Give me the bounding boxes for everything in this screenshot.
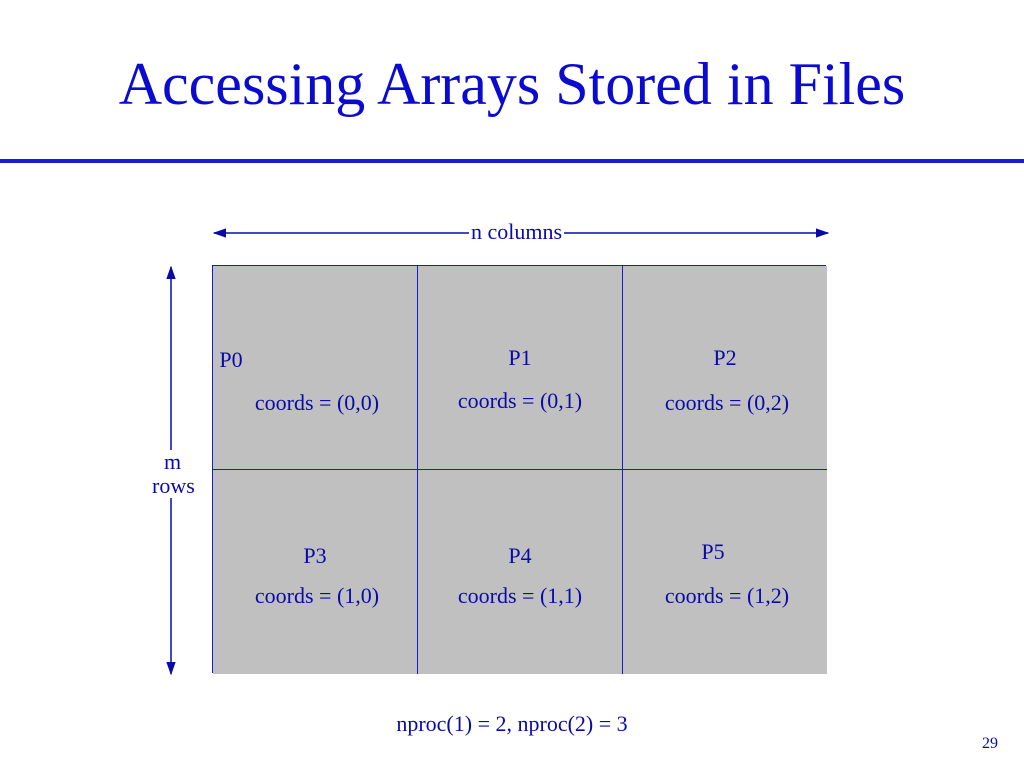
- process-grid: P0 coords = (0,0) P1 coords = (0,1) P2 c…: [212, 265, 827, 674]
- process-name: P2: [713, 345, 737, 370]
- process-cell-p3: P3 coords = (1,0): [213, 470, 418, 674]
- process-cell-p4: P4 coords = (1,1): [418, 470, 623, 674]
- process-coords: coords = (0,2): [664, 390, 790, 415]
- process-name: P4: [508, 543, 532, 568]
- process-name: P3: [303, 543, 327, 568]
- process-cell-p2: P2 coords = (0,2): [623, 266, 827, 470]
- process-coords: coords = (1,0): [254, 583, 380, 608]
- process-coords: coords = (1,1): [457, 583, 583, 608]
- process-cell-p1: P1 coords = (0,1): [418, 266, 623, 470]
- m-rows-label-line2: rows: [150, 473, 197, 498]
- process-cell-p5: P5 coords = (1,2): [623, 470, 827, 674]
- nproc-footnote: nproc(1) = 2, nproc(2) = 3: [396, 711, 628, 736]
- process-name: P5: [701, 539, 725, 564]
- process-coords: coords = (0,0): [254, 390, 380, 415]
- process-coords: coords = (1,2): [664, 583, 790, 608]
- slide-title: Accessing Arrays Stored in Files: [118, 51, 906, 117]
- process-coords: coords = (0,1): [457, 388, 583, 413]
- n-columns-label: n columns: [469, 219, 565, 244]
- page-number: 29: [982, 735, 998, 752]
- title-divider: [0, 159, 1024, 163]
- process-name: P0: [219, 347, 243, 372]
- m-rows-label-line1: m: [162, 449, 184, 474]
- process-name: P1: [508, 345, 532, 370]
- process-cell-p0: P0 coords = (0,0): [213, 266, 418, 470]
